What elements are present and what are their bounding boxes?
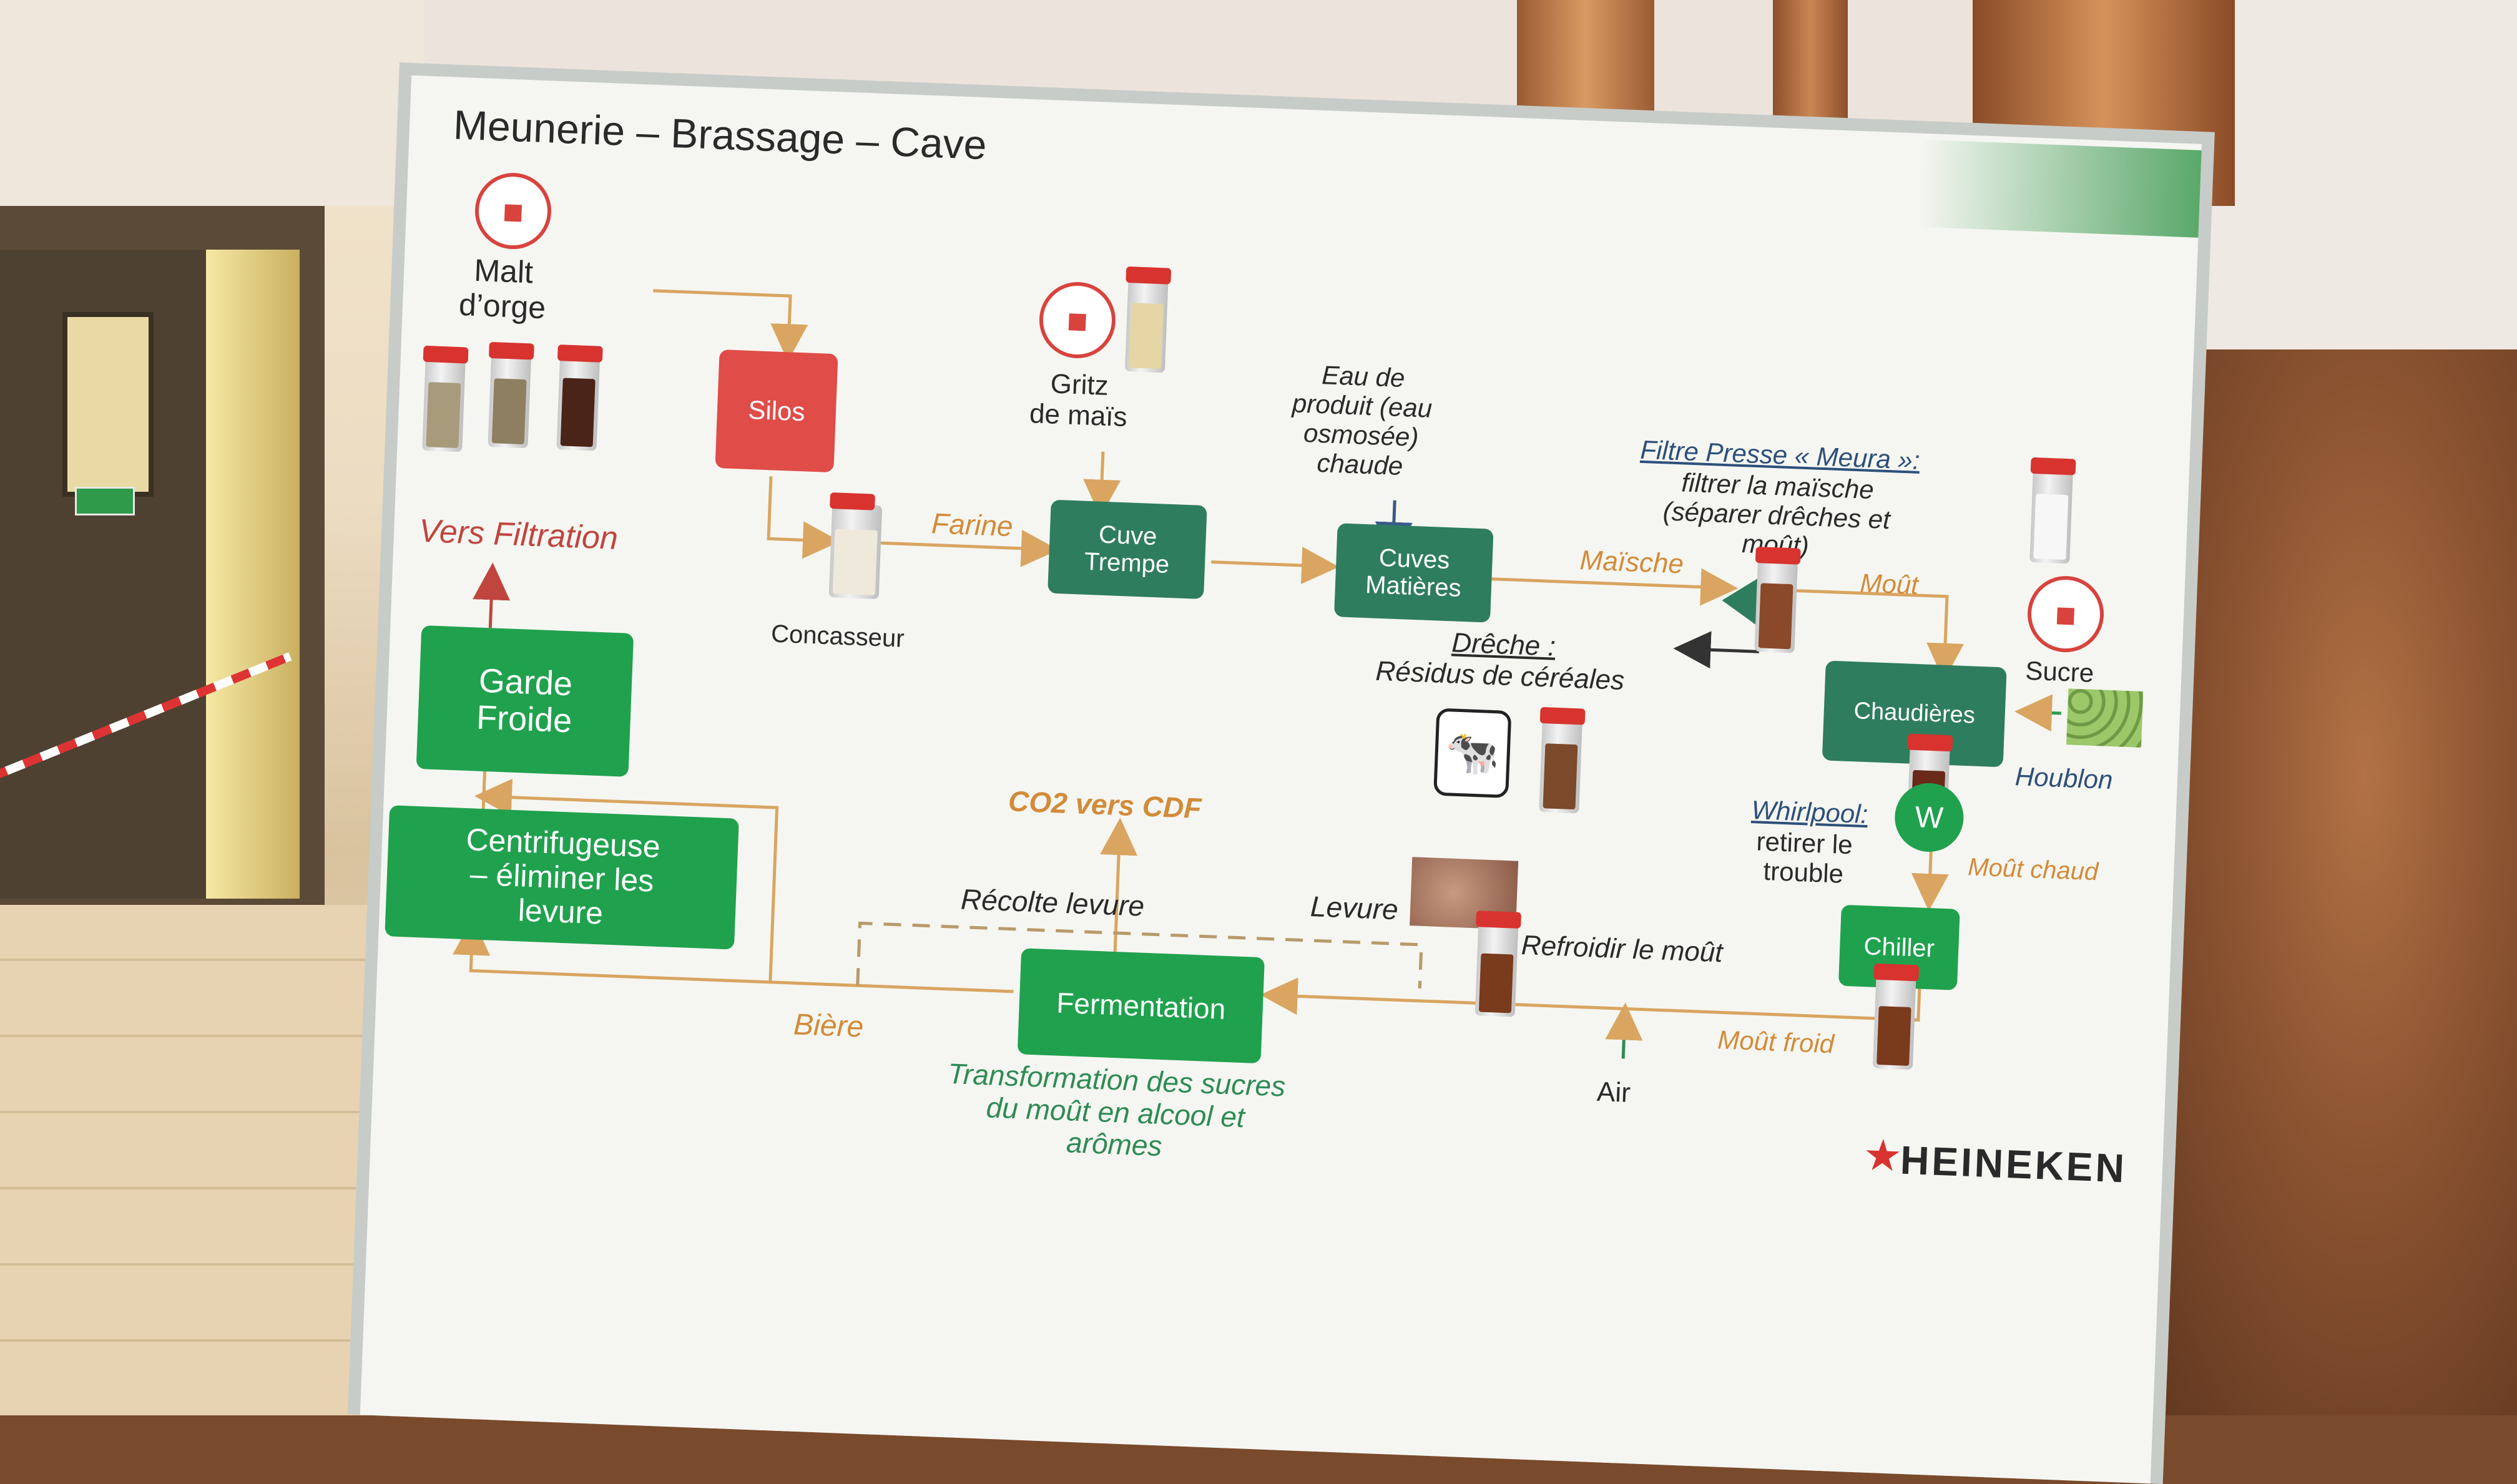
vers-filtration-label: Vers Filtration <box>418 512 619 557</box>
centrifugeuse-box: Centrifugeuse – éliminer les levure <box>385 805 739 950</box>
arrow-fermentation-to-centrifugeuse <box>453 917 1014 993</box>
mout-label: Moût <box>1859 568 1919 600</box>
heineken-logo: HEINEKEN <box>1899 1137 2128 1191</box>
background-ceiling <box>0 0 424 206</box>
mout-chaud-label: Moût chaud <box>1967 853 2099 886</box>
houblon-label: Houblon <box>2014 761 2114 795</box>
malt-sample-jar <box>556 356 601 451</box>
arrow-cuve-to-cuves-matieres <box>1211 547 1340 585</box>
biere-label: Bière <box>793 1008 865 1044</box>
arrow-cuves-to-filtre <box>1491 568 1739 606</box>
sucre-label: Sucre <box>2024 655 2095 688</box>
dreche-title: Drêche : <box>1451 627 1556 662</box>
arrow-to-centrifugeuse-top <box>474 778 779 982</box>
gritz-label: Gritz de maïs <box>1029 368 1128 433</box>
whirlpool-description: retirer le trouble <box>1755 826 1853 889</box>
whirlpool-title: Whirlpool: <box>1750 795 1869 829</box>
arrow-garde-to-filtration <box>473 562 511 628</box>
maische-sample-jar <box>1754 558 1798 653</box>
fermentation-box: Fermentation <box>1017 948 1265 1064</box>
cuves-matieres-box: Cuves Matières <box>1334 523 1494 623</box>
levure-label: Levure <box>1310 890 1399 926</box>
dreche-sample-jar <box>1539 718 1582 814</box>
arrow-concasseur-to-cuve <box>880 529 1059 567</box>
arrow-silos-to-concasseur <box>767 476 841 559</box>
chiller-sample-jar <box>1872 974 1916 1070</box>
gritz-sample-jar <box>1124 278 1169 373</box>
sucre-sample-jar <box>2029 468 2073 564</box>
arrow-chiller-to-fermentation <box>1260 977 1921 1022</box>
mout-froid-label: Moût froid <box>1717 1025 1835 1059</box>
arrow-filtre-to-chaudieres <box>1791 588 1965 681</box>
concasseur-label: Concasseur <box>770 620 905 653</box>
recolte-levure-dashed <box>856 921 1423 989</box>
exit-sign <box>75 487 135 515</box>
background-doorway <box>206 250 300 899</box>
arrow-co2 <box>1100 818 1138 952</box>
air-label: Air <box>1596 1076 1631 1108</box>
arrow-air <box>1605 1002 1643 1059</box>
levure-sample-jar <box>1474 922 1519 1017</box>
background-door-window <box>62 312 154 497</box>
whiteboard-frame: Meunerie – Brassage – Cave ■ Malt d’orge… <box>347 62 2215 1484</box>
malt-label: Malt d’orge <box>458 252 547 326</box>
cuve-trempe-box: Cuve Trempe <box>1048 499 1207 600</box>
red-star-icon: ★ <box>1862 1130 1903 1181</box>
malt-sample-jar <box>422 356 466 452</box>
cow-icon: 🐄 <box>1433 708 1512 799</box>
malt-sample-jar <box>488 353 532 449</box>
hops-image <box>2066 688 2144 748</box>
whiteboard: Meunerie – Brassage – Cave ■ Malt d’orge… <box>360 75 2202 1484</box>
garde-froide-box: Garde Froide <box>416 625 634 777</box>
arrow-malt-to-silos <box>653 289 808 362</box>
concasseur-sample-jar <box>828 504 883 600</box>
arrow-houblon-to-chaudieres <box>2014 694 2062 732</box>
transformation-label: Transformation des sucres du moût en alc… <box>947 1057 1287 1163</box>
silos-box: Silos <box>715 349 838 473</box>
eau-label: Eau de produit (eau osmosée) chaude <box>1292 360 1433 481</box>
farine-label: Farine <box>931 507 1014 543</box>
arrow-gritz-to-cuve <box>1083 451 1121 517</box>
